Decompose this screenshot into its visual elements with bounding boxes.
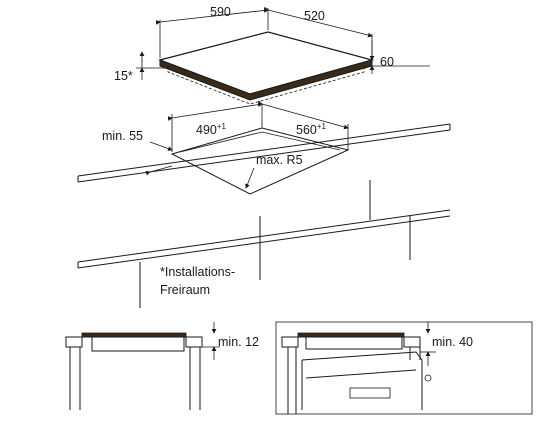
worktop-drawing bbox=[77, 100, 451, 308]
label-clearance-side: 15* bbox=[114, 69, 133, 83]
label-min-front: min. 55 bbox=[102, 129, 143, 143]
label-radius: max. R5 bbox=[256, 153, 303, 167]
worktop-front-edge bbox=[77, 209, 451, 269]
label-min-left: min. 12 bbox=[218, 335, 259, 349]
label-depth-top: 520 bbox=[304, 9, 325, 23]
worktop-outline bbox=[77, 123, 451, 183]
hob-top-surface bbox=[158, 31, 375, 95]
section-right bbox=[275, 321, 533, 415]
hob-drawing bbox=[136, 6, 430, 105]
label-width-top: 590 bbox=[210, 5, 231, 19]
section-left bbox=[65, 322, 220, 410]
label-height: 60 bbox=[380, 55, 394, 69]
label-cutout-depth: 560+1 bbox=[296, 122, 327, 137]
label-min-right: min. 40 bbox=[432, 335, 473, 349]
oven-body bbox=[301, 351, 423, 410]
label-note-line2: Freiraum bbox=[160, 283, 210, 297]
label-cutout-width: 490+1 bbox=[196, 122, 227, 137]
label-note-line1: *Installations- bbox=[160, 265, 235, 279]
